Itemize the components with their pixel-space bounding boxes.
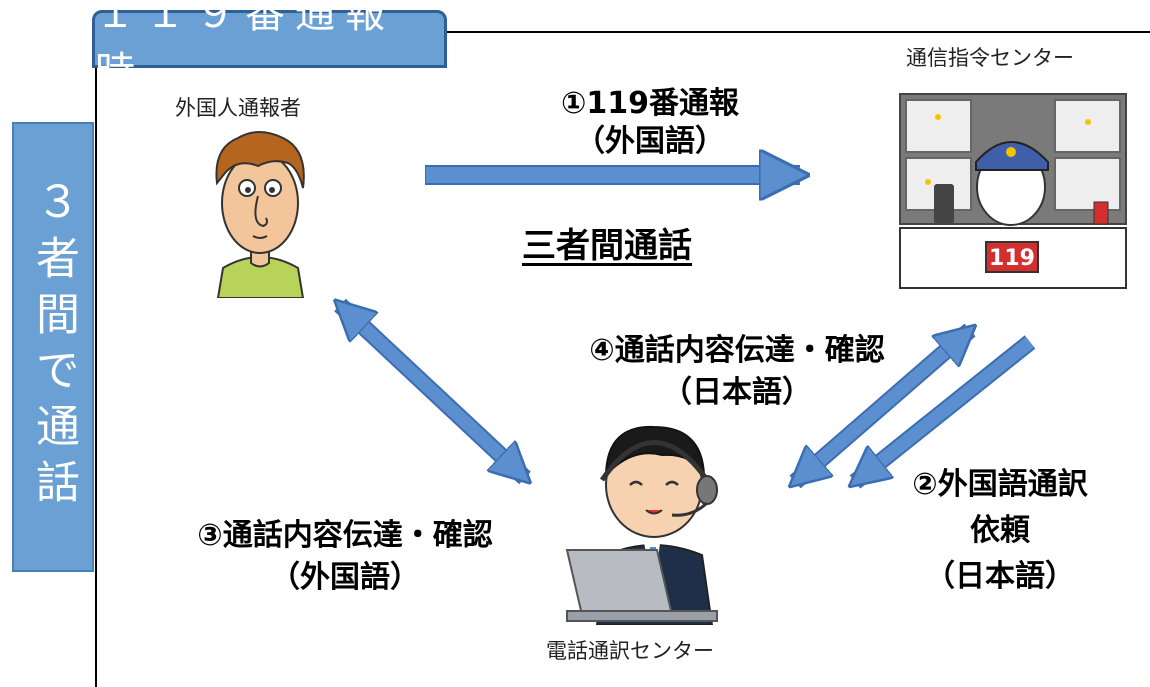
arrow-caller-interpreter: [340, 305, 525, 478]
step3-line1: ③通話内容伝達・確認: [197, 518, 493, 553]
arrow-dispatch-interpreter: [795, 330, 970, 482]
foreign-caller-illustration: [215, 131, 305, 298]
step1-line2: （外国語）: [575, 124, 725, 159]
step3-label: ③通話内容伝達・確認 （外国語）: [160, 515, 530, 599]
step2-label: ②外国語通訳 依頼 （日本語）: [880, 462, 1120, 600]
step2-line3: （日本語）: [925, 559, 1075, 594]
side-label: ３者間で通話: [12, 122, 94, 572]
dispatch-label: 通信指令センター: [906, 46, 1074, 70]
desk-number: 119: [989, 246, 1035, 271]
dispatch-center-illustration: 119: [899, 93, 1127, 289]
caller-label: 外国人通報者: [175, 96, 301, 120]
step3-line2: （外国語）: [270, 560, 420, 595]
step2-line2: 依頼: [970, 513, 1030, 548]
three-way-call-label: 三者間通話: [522, 226, 692, 266]
interpreter-label: 電話通訳センター: [546, 639, 714, 663]
step1-label: ①119番通報 （外国語）: [515, 85, 785, 161]
arrow-interpreter-request: [855, 335, 1036, 482]
interpreter-illustration: [565, 425, 718, 625]
step1-line1: ①119番通報: [560, 86, 740, 121]
